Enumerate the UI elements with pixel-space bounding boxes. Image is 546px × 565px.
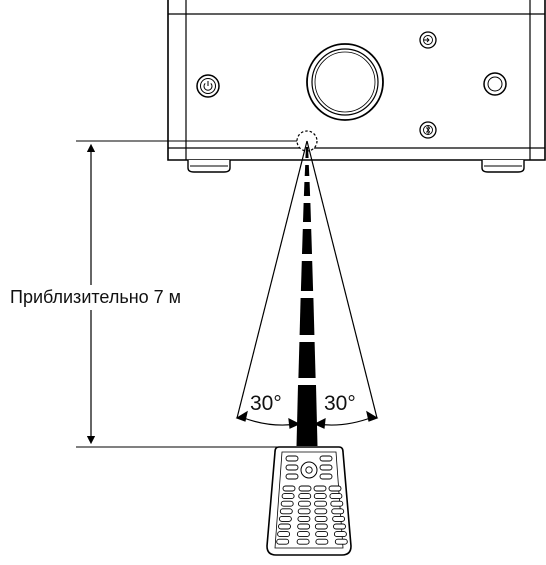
amplifier-device [167,0,546,161]
remote-top-button [285,455,299,462]
remote-key [315,538,329,545]
remote-key [298,485,312,492]
remote-key [330,500,344,507]
remote-key [329,493,343,500]
remote-key [315,531,329,538]
remote-key [297,508,311,515]
remote-top-button [319,455,333,462]
remote-key [298,493,312,500]
device-feet [187,160,525,173]
remote-key [281,493,295,500]
remote-top-button [319,464,333,471]
remote-key [277,531,291,538]
remote-key [328,485,342,492]
bluetooth-icon [419,121,437,139]
ir-beam [296,147,318,446]
remote-key [314,508,328,515]
angle-right-label: 30° [324,392,356,415]
headphone-jack-icon [483,72,507,96]
remote-key [333,531,347,538]
remote-top-button [285,473,299,480]
remote-key [333,523,346,530]
power-icon [196,74,220,98]
angle-arc-right [313,410,379,429]
remote-key [282,485,296,492]
remote-key [296,538,310,545]
remote-key [334,538,348,545]
remote-key [314,523,328,530]
remote-key [314,515,328,522]
remote-key [297,515,311,522]
remote-key [331,508,345,515]
volume-knob-icon [306,43,384,121]
remote-key [314,500,327,507]
remote-key [332,515,346,522]
remote-control-icon [266,446,352,556]
remote-key [297,523,311,530]
angle-arc-left [235,410,301,429]
remote-key [313,493,327,500]
input-icon [419,31,437,49]
remote-key [278,523,291,530]
remote-top-button [285,464,299,471]
remote-key [278,515,292,522]
remote-buttons [276,455,348,545]
reception-cone [236,140,378,419]
remote-key [313,485,327,492]
remote-key [296,531,310,538]
remote-key [276,538,290,545]
angle-left-label: 30° [250,392,282,415]
remote-key [279,508,293,515]
remote-key [298,500,311,507]
remote-top-button [319,473,333,480]
remote-key [280,500,294,507]
distance-label: Приблизительно 7 м [10,285,182,310]
